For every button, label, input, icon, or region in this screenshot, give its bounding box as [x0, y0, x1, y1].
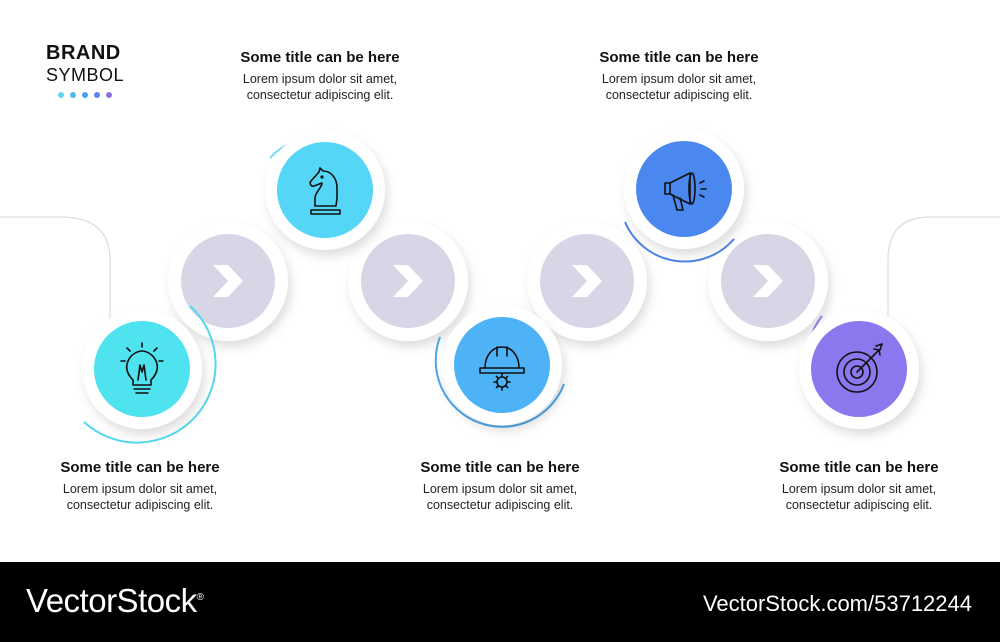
step-2-node — [265, 130, 385, 250]
step-5-text: Some title can be here Lorem ipsum dolor… — [744, 458, 974, 513]
chevron-right-icon — [393, 265, 423, 297]
footer-logo-text: VectorStock® — [26, 582, 204, 620]
step-2-title: Some title can be here — [240, 49, 400, 66]
brand-line-1: BRAND — [46, 42, 121, 64]
connector-2 — [348, 221, 468, 341]
step-4-text: Some title can be here Lorem ipsum dolor… — [564, 48, 794, 103]
step-1-text: Some title can be here Lorem ipsum dolor… — [25, 458, 255, 513]
process-diagram — [0, 129, 1000, 444]
brand-dot — [70, 92, 76, 98]
step-5-desc-line-2: consectetur adipiscing elit. — [785, 498, 933, 512]
megaphone-icon — [664, 172, 707, 211]
lightbulb-icon — [120, 342, 164, 394]
timeline-line-right — [887, 216, 1000, 330]
step-1-node — [82, 305, 217, 444]
footer-logo-name: VectorStock — [26, 582, 197, 619]
timeline-line-left — [0, 216, 111, 320]
brand-dot — [82, 92, 88, 98]
step-2-desc-line-1: Lorem ipsum dolor sit amet, — [242, 72, 398, 86]
connector-3 — [527, 221, 647, 341]
chevron-right-icon — [213, 265, 243, 297]
step-5-desc-line-1: Lorem ipsum dolor sit amet, — [781, 482, 937, 496]
target-arrow-icon — [836, 343, 883, 393]
brand-logo: BRAND SYMBOL — [46, 42, 146, 98]
chevron-right-icon — [753, 265, 783, 297]
step-4-desc-line-2: consectetur adipiscing elit. — [605, 88, 753, 102]
brand-dot — [94, 92, 100, 98]
brand-dot — [58, 92, 64, 98]
step-3-desc-line-1: Lorem ipsum dolor sit amet, — [422, 482, 578, 496]
step-5-title: Some title can be here — [779, 459, 939, 476]
step-4-title: Some title can be here — [599, 49, 759, 66]
step-3-text: Some title can be here Lorem ipsum dolor… — [385, 458, 615, 513]
step-1-desc-line-2: consectetur adipiscing elit. — [66, 498, 214, 512]
step-2-desc-line-2: consectetur adipiscing elit. — [246, 88, 394, 102]
step-4-node — [624, 129, 744, 263]
chess-knight-icon — [309, 167, 341, 215]
footer-image-id: VectorStock.com/53712244 — [702, 591, 972, 616]
step-1-title: Some title can be here — [60, 459, 220, 476]
watermark-footer: VectorStock® VectorStock.com/53712244 — [0, 562, 1000, 642]
step-3-node — [434, 305, 565, 428]
brand-dot — [106, 92, 112, 98]
step-3-desc-line-2: consectetur adipiscing elit. — [426, 498, 574, 512]
brand-dots — [58, 92, 146, 98]
infographic-canvas: BRAND SYMBOL — [0, 42, 1000, 513]
connector-1 — [168, 221, 288, 341]
step-3-title: Some title can be here — [420, 459, 580, 476]
step-2-text: Some title can be here Lorem ipsum dolor… — [205, 48, 435, 103]
connector-4 — [708, 221, 828, 341]
step-5-node — [799, 309, 919, 429]
hardhat-gear-icon — [479, 346, 525, 391]
step-4-desc-line-1: Lorem ipsum dolor sit amet, — [601, 72, 757, 86]
chevron-right-icon — [572, 265, 602, 297]
brand-line-2: SYMBOL — [46, 65, 125, 85]
step-1-desc-line-1: Lorem ipsum dolor sit amet, — [62, 482, 218, 496]
footer-registered-mark: ® — [196, 592, 204, 603]
